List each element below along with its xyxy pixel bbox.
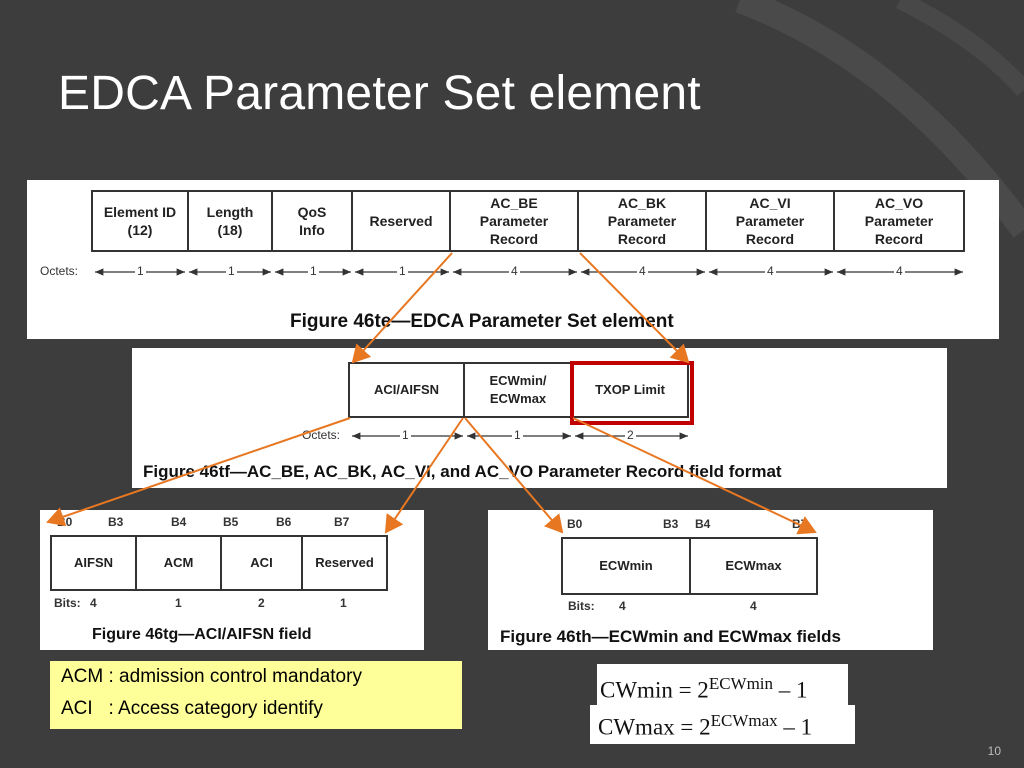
bit-count: 1 xyxy=(340,596,347,610)
figure-46tf-panel: ACI/AIFSN ECWmin/ ECWmax TXOP Limit Octe… xyxy=(132,348,947,488)
abbreviation-notes: ACM : admission control mandatory ACI : … xyxy=(50,661,462,729)
bits-label: Bits: xyxy=(54,596,81,610)
cwmin-exponent: ECWmin xyxy=(708,674,774,693)
arrow-te-to-tf-right xyxy=(579,252,690,364)
field-element-id: Element ID (12) xyxy=(91,190,189,252)
arrow-tf-to-th-left xyxy=(464,417,564,534)
bit-count: 4 xyxy=(750,599,757,613)
octet-value: 1 xyxy=(135,264,146,278)
cwmin-lhs: CWmin = 2 xyxy=(600,677,709,703)
field-length: Length (18) xyxy=(187,190,273,252)
cwmin-rhs: – 1 xyxy=(773,677,808,703)
field-aci: ACI xyxy=(220,535,303,591)
bit-count: 4 xyxy=(90,596,97,610)
octet-value: 1 xyxy=(397,264,408,278)
field-aci-aifsn: ACI/AIFSN xyxy=(348,362,465,418)
bits-label: Bits: xyxy=(568,599,595,613)
field-ecwmax: ECWmax xyxy=(689,537,818,595)
octet-value: 1 xyxy=(400,428,411,442)
field-reserved: Reserved xyxy=(351,190,451,252)
bit-label: B3 xyxy=(663,517,679,531)
cwmin-formula: CWmin = 2ECWmin – 1 xyxy=(597,664,848,707)
arrow-te-to-tf-left xyxy=(351,252,453,364)
octet-value: 4 xyxy=(637,264,648,278)
figure-46tf-caption: Figure 46tf—AC_BE, AC_BK, AC_VI, and AC_… xyxy=(143,462,782,481)
figure-46te-panel: Element ID (12) Length (18) QoS Info Res… xyxy=(27,180,999,339)
octets-label: Octets: xyxy=(40,264,79,278)
octet-value: 4 xyxy=(765,264,776,278)
bit-label: B4 xyxy=(171,515,187,529)
field-ac-vi-record: AC_VI Parameter Record xyxy=(705,190,835,252)
field-qos-info: QoS Info xyxy=(271,190,353,252)
octet-value: 1 xyxy=(512,428,523,442)
slide-title: EDCA Parameter Set element xyxy=(58,67,701,120)
cwmax-exponent: ECWmax xyxy=(710,711,778,730)
bit-count: 4 xyxy=(619,599,626,613)
figure-46tg-panel: B0 B3 B4 B5 B6 B7 AIFSN ACM ACI Reserved… xyxy=(40,510,424,650)
bit-label: B7 xyxy=(334,515,350,529)
field-ac-be-record: AC_BE Parameter Record xyxy=(449,190,579,252)
field-acm: ACM xyxy=(135,535,222,591)
note-aci: ACI : Access category identify xyxy=(61,698,323,719)
octet-value: 1 xyxy=(308,264,319,278)
field-ac-bk-record: AC_BK Parameter Record xyxy=(577,190,707,252)
bit-count: 2 xyxy=(258,596,265,610)
field-ac-vo-record: AC_VO Parameter Record xyxy=(833,190,965,252)
bit-label: B3 xyxy=(108,515,124,529)
arrow-tf-to-th-right xyxy=(572,417,817,535)
field-ecwmin: ECWmin xyxy=(561,537,691,595)
cwmax-lhs: CWmax = 2 xyxy=(598,714,711,740)
figure-46tg-caption: Figure 46tg—ACI/AIFSN field xyxy=(92,626,312,643)
txop-highlight-box xyxy=(570,361,694,425)
figure-46th-caption: Figure 46th—ECWmin and ECWmax fields xyxy=(500,627,841,646)
arrow-tf-to-tg-right xyxy=(384,417,464,534)
page-number: 10 xyxy=(987,744,1001,758)
bit-label: B5 xyxy=(223,515,239,529)
octet-value: 1 xyxy=(226,264,237,278)
field-reserved-bit: Reserved xyxy=(301,535,388,591)
field-ecwmin-ecwmax: ECWmin/ ECWmax xyxy=(463,362,573,418)
note-acm: ACM : admission control mandatory xyxy=(61,666,362,687)
bit-label: B0 xyxy=(567,517,583,531)
bit-label: B4 xyxy=(695,517,711,531)
cwmax-rhs: – 1 xyxy=(777,714,813,740)
octet-value: 4 xyxy=(509,264,520,278)
cwmax-formula: CWmax = 2ECWmax – 1 xyxy=(590,705,855,744)
bit-count: 1 xyxy=(175,596,182,610)
octet-value: 2 xyxy=(625,428,636,442)
bit-label: B6 xyxy=(276,515,292,529)
octet-value: 4 xyxy=(894,264,905,278)
arrow-tf-to-tg-left xyxy=(46,417,351,527)
